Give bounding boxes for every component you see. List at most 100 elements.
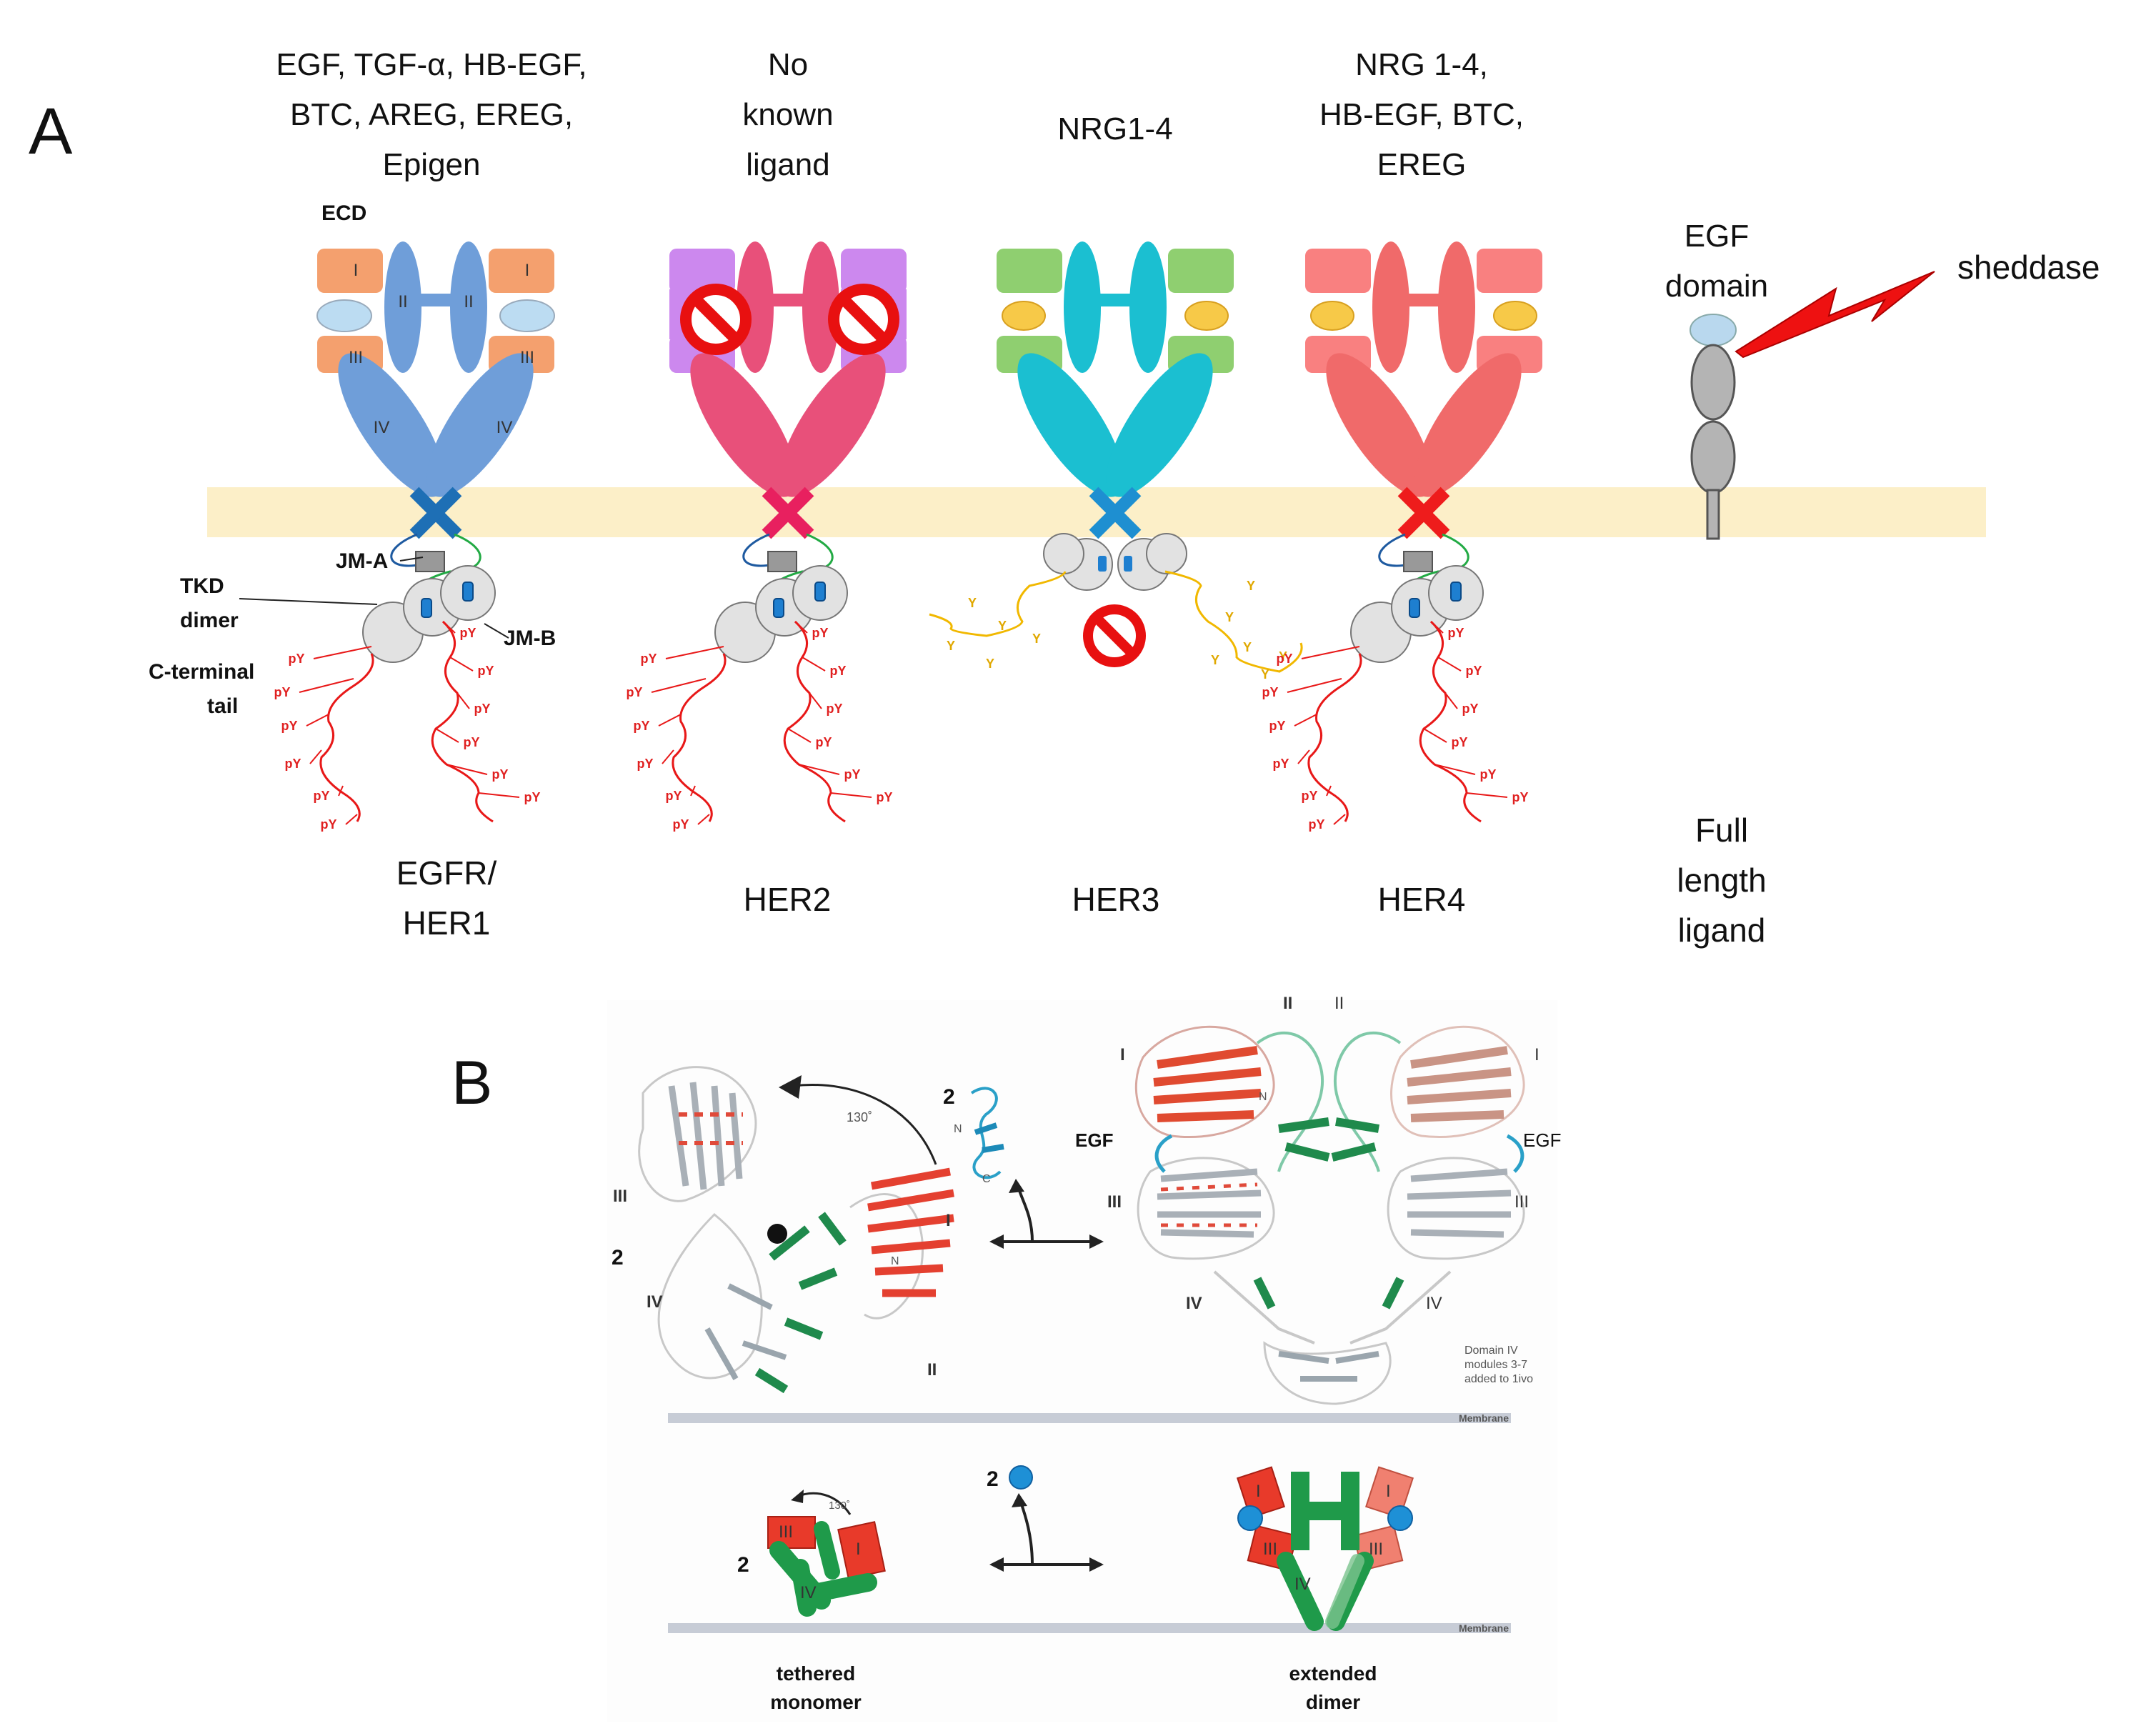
phospho-site-tick [1294,714,1317,727]
phospho-site-tick [794,621,808,634]
phospho-site-tick [442,621,456,634]
domain-iv-label-right: IV [496,418,513,437]
domain-ii-right [1129,241,1167,373]
jm-a-helix [1403,551,1433,572]
domain-ii-label-left: II [398,292,407,311]
c-terminal-tail [929,571,1067,637]
jm-a-helix [767,551,797,572]
phosphotyrosine-label: pY [665,789,682,803]
phosphotyrosine-label: pY [844,767,860,782]
phosphotyrosine-label: pY [1272,757,1289,771]
phosphotyrosine-label: pY [876,790,892,804]
ligand-lower-domain [1690,420,1736,494]
domain-i-block [669,249,735,293]
transmembrane-right [762,487,814,539]
tl-domain-i: I [946,1211,951,1230]
domain-iv-right [1414,353,1522,497]
domain-ii-right [802,241,839,373]
phosphotyrosine-label: pY [633,719,649,733]
domain-i-block [841,249,907,293]
phosphotyrosine-label: pY [524,790,540,804]
tr-domain-i-right: I [1534,1045,1539,1064]
extended-dimer-schematic: I I III III IV [1237,1466,1414,1631]
bd-domain-i-right: I [1386,1482,1391,1501]
tr-domain-iv-right: IV [1426,1294,1442,1313]
sheddase-label: sheddase [1957,249,2100,286]
bound-ligand [1493,301,1537,331]
panel-b-captions: tethered monomer extended dimer [770,1662,1377,1713]
c-terminal-tail [1164,570,1303,673]
her3-ligands-line1: NRG1-4 [1057,111,1172,146]
phospho-site-tick [662,749,674,764]
her4-ligands-line3: EREG [1377,147,1467,182]
phosphotyrosine-label: pY [812,626,828,640]
tkd-label-line1: TKD [180,574,224,598]
equilibrium-arrow-top [989,1179,1104,1249]
phospho-site-tick [697,814,710,825]
tr-domain-iv-left: IV [1186,1294,1202,1313]
bs-domain-i-left: I [856,1540,861,1559]
tr-note-line2: modules 3-7 [1464,1359,1527,1371]
egf-n-terminus: N [954,1123,962,1135]
bound-ligand [499,299,555,332]
full-length-ligand: EGF domain sheddase Full length ligand [1665,219,2100,949]
domain-i-block [997,249,1062,293]
domain-i-block [1168,249,1234,293]
bs-domain-iii-left: III [779,1522,793,1542]
kinase-domain-dimer [1043,533,1187,591]
c-terminal-tail [319,653,374,822]
kinase-domain-dimer [362,533,496,663]
tethered-monomer-structure: 130˚ III IV I II 2 N [612,1066,954,1394]
phosphotyrosine-label: pY [274,685,290,699]
tyrosine-label: Y [1247,579,1255,593]
jm-b-label: JM-B [504,627,556,650]
caption-tethered-line1: tethered [777,1662,855,1685]
tkd-label-line2: dimer [180,609,239,632]
phospho-site-tick [309,749,322,764]
domain-iv-left [338,353,445,497]
phospho-site-tick [690,785,696,797]
phosphotyrosine-label: pY [672,817,689,832]
phosphotyrosine-label: pY [459,626,476,640]
phosphotyrosine-label: pY [1512,790,1528,804]
phosphotyrosine-label: pY [1262,685,1278,699]
ligand-transmembrane [1706,489,1720,540]
phospho-site-tick [306,714,329,727]
membrane-line-bottom [668,1623,1511,1633]
her3-name: HER3 [1072,881,1160,918]
c-terminal-tail [783,620,846,823]
phospho-site-tick [1297,749,1310,764]
tr-note-line3: added to 1ivo [1464,1373,1533,1385]
her2-name: HER2 [744,881,832,918]
tyrosine-label: Y [1243,640,1252,654]
domain-i-label-left: I [354,261,359,280]
jm-a-label: JM-A [336,549,388,573]
domain-ii-left [1064,241,1101,373]
domain-iv-left [690,353,797,497]
phosphotyrosine-label: pY [1308,817,1324,832]
domain-iii-label-left: III [349,348,363,367]
no-ligand-sign-right [828,284,899,355]
transmembrane-right [409,487,462,539]
phosphotyrosine-label: pY [826,702,842,716]
tl-domain-iii: III [613,1187,627,1206]
phospho-site-tick [830,792,872,798]
c-terminal-tail [672,653,727,822]
jm-a-segment [1378,533,1410,567]
phospho-site-tick [665,646,724,659]
phospho-site-tick [456,692,470,709]
phosphotyrosine-label: pY [477,664,494,678]
kinase-helix [1450,582,1462,602]
caption-extended-line1: extended [1289,1662,1377,1685]
kinase-helix [773,598,784,618]
bd-domain-iii-right: III [1369,1540,1383,1559]
domain-ii-right [450,241,487,373]
kinase-helix [1124,556,1132,572]
transmembrane-right [1397,487,1450,539]
kinase-domain-dimer [1350,533,1484,663]
